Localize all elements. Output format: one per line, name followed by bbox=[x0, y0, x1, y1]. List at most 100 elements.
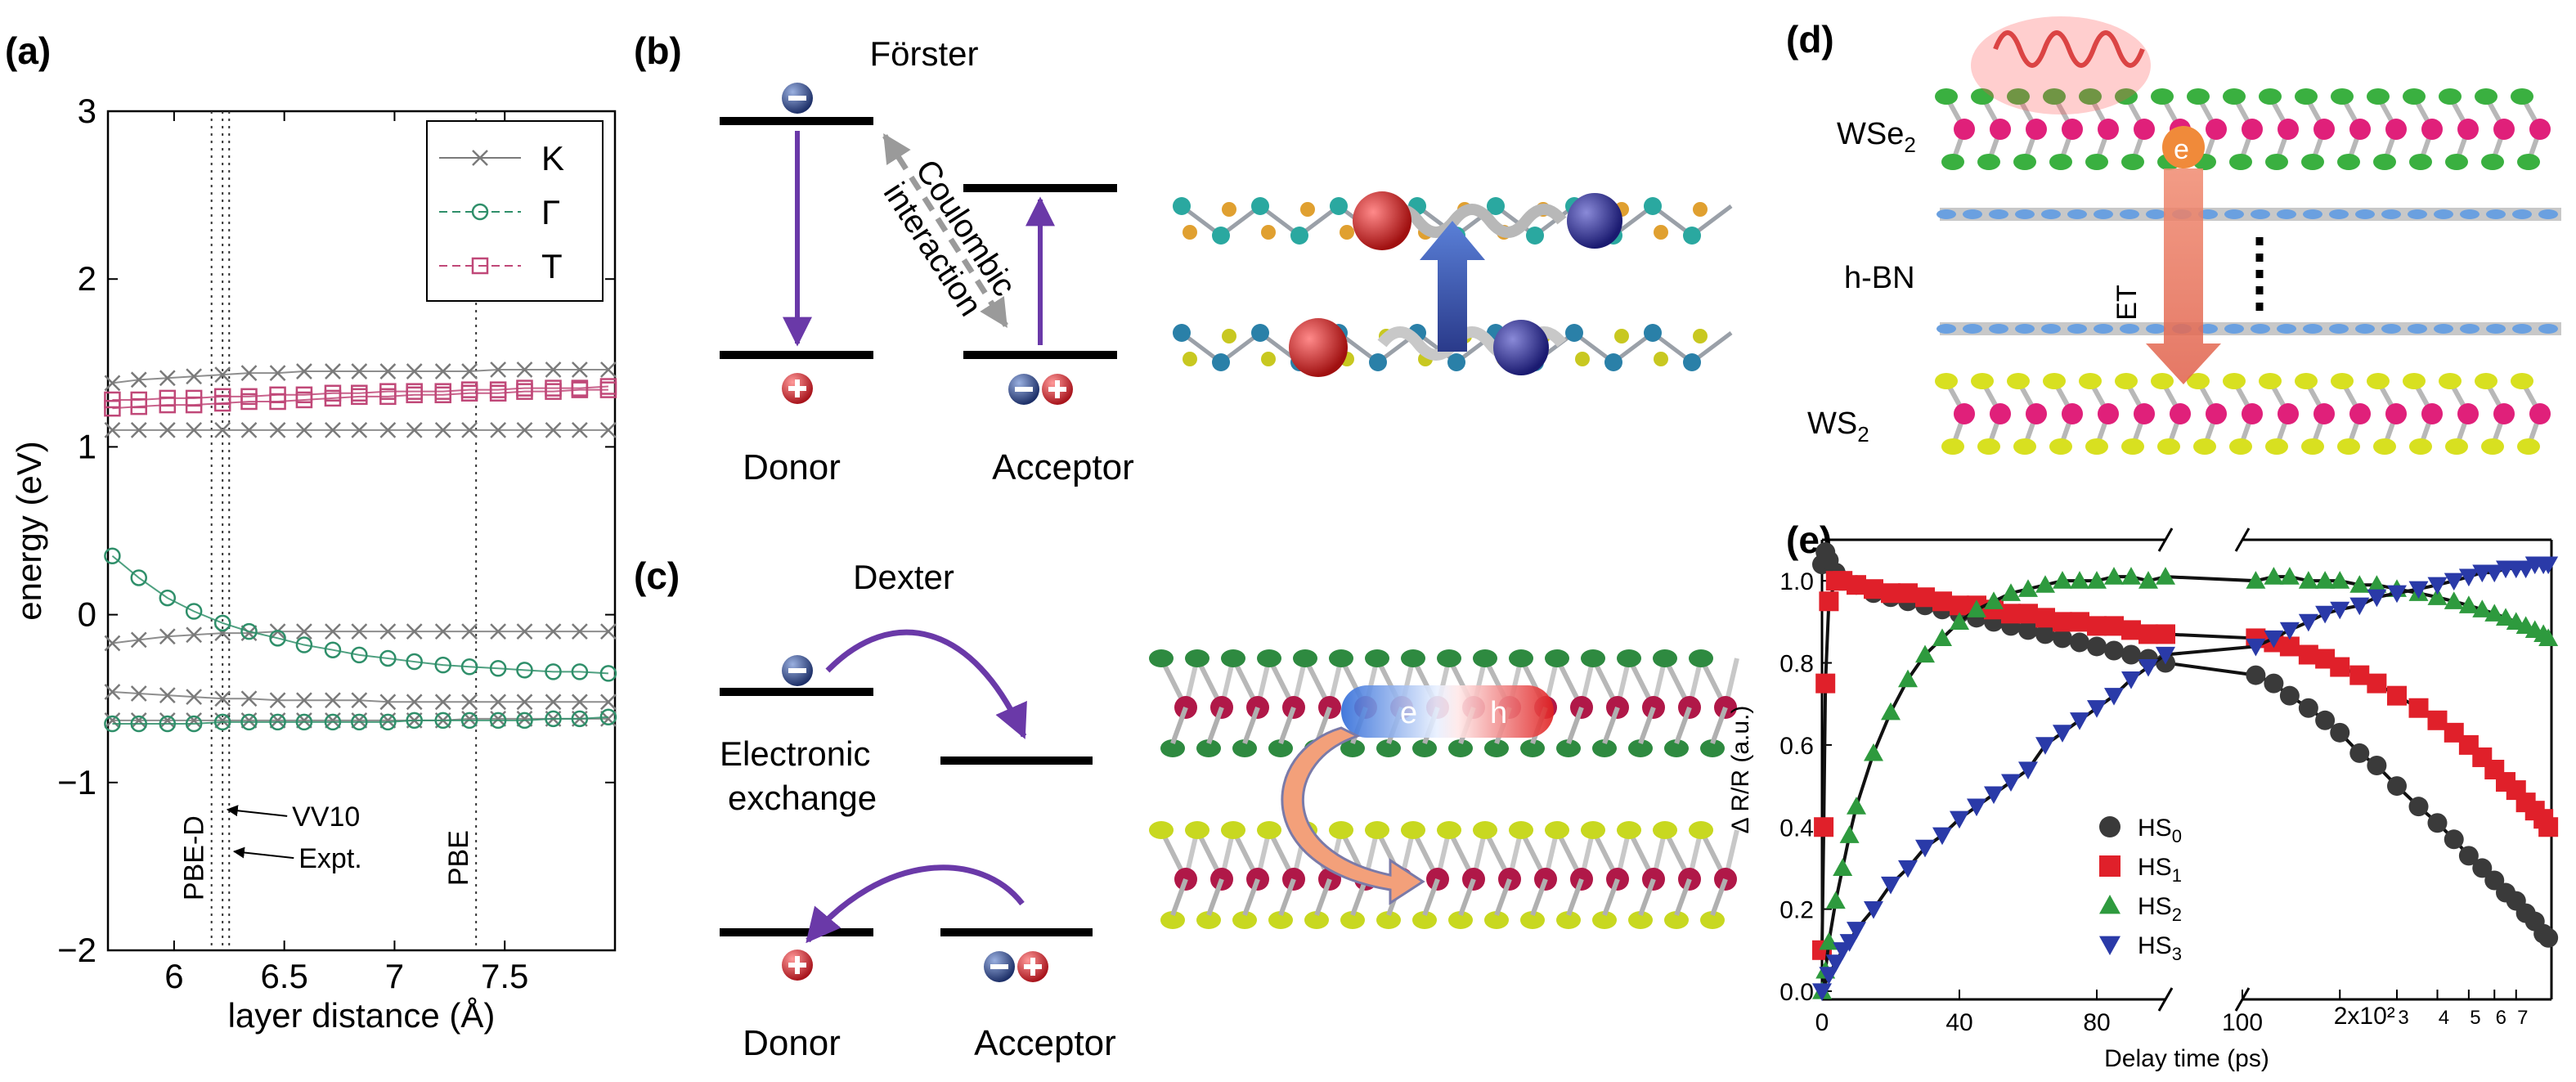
data-point bbox=[2246, 638, 2266, 657]
layer-label-wse2: WSe2 bbox=[1837, 117, 1916, 157]
atom bbox=[1545, 821, 1569, 839]
data-point bbox=[2070, 571, 2089, 589]
atom bbox=[1509, 649, 1533, 667]
atom bbox=[1473, 649, 1497, 667]
atom bbox=[2098, 403, 2119, 424]
data-point bbox=[1932, 628, 1952, 647]
atom bbox=[2062, 403, 2083, 424]
atom bbox=[2349, 403, 2371, 424]
data-point bbox=[2367, 575, 2387, 593]
data-point bbox=[104, 391, 121, 409]
data-point bbox=[2367, 755, 2387, 775]
data-point bbox=[159, 389, 177, 407]
atom bbox=[1592, 739, 1617, 757]
x-tick-label: 80 bbox=[2083, 1009, 2110, 1036]
exciton-pair-icon bbox=[1008, 374, 1073, 405]
atom bbox=[1935, 373, 1958, 389]
atom bbox=[1221, 649, 1245, 667]
data-point bbox=[489, 660, 507, 677]
atom bbox=[2301, 438, 2324, 455]
atom bbox=[1628, 911, 1653, 929]
atom bbox=[1232, 739, 1257, 757]
atom bbox=[1149, 649, 1174, 667]
data-point bbox=[1819, 967, 1839, 985]
legend-label-item: Γ bbox=[541, 193, 560, 231]
data-point bbox=[545, 710, 562, 728]
bond bbox=[1278, 706, 1296, 745]
atom bbox=[1664, 911, 1689, 929]
data-point bbox=[2087, 700, 2107, 718]
dexter-title: Dexter bbox=[853, 558, 954, 596]
atom bbox=[1689, 649, 1713, 667]
data-point bbox=[269, 421, 286, 438]
data-point bbox=[2458, 568, 2479, 587]
data-point bbox=[2427, 813, 2448, 833]
atom bbox=[2007, 88, 2030, 105]
data-point bbox=[2538, 927, 2559, 948]
atom bbox=[1581, 821, 1605, 839]
series-band-2 bbox=[104, 623, 617, 652]
atom bbox=[2403, 88, 2426, 105]
atom bbox=[2475, 88, 2497, 105]
atom bbox=[2026, 119, 2047, 140]
atom bbox=[2242, 403, 2263, 424]
data-point bbox=[130, 631, 147, 649]
atom bbox=[1268, 911, 1293, 929]
atom bbox=[2224, 324, 2244, 334]
y-tick-label: 0.8 bbox=[1779, 651, 1814, 678]
data-point bbox=[2496, 608, 2516, 626]
y-tick-label: 0.0 bbox=[1779, 979, 1814, 1006]
data-point bbox=[434, 656, 451, 674]
data-point bbox=[159, 628, 176, 645]
atom bbox=[1437, 649, 1461, 667]
atom bbox=[1412, 739, 1437, 757]
atom bbox=[2067, 209, 2087, 219]
bond bbox=[1350, 878, 1368, 917]
atom bbox=[2381, 324, 2401, 334]
data-point bbox=[269, 692, 286, 709]
data-point bbox=[295, 713, 313, 731]
data-point bbox=[2121, 620, 2141, 640]
atom bbox=[1173, 324, 1191, 342]
data-point bbox=[351, 646, 368, 664]
data-point bbox=[379, 623, 397, 640]
atom bbox=[1954, 119, 1975, 140]
data-point bbox=[2427, 710, 2448, 730]
data-point bbox=[104, 399, 121, 417]
data-point bbox=[460, 381, 478, 398]
data-point bbox=[545, 379, 562, 397]
atom bbox=[1963, 324, 1982, 334]
atom bbox=[2259, 88, 2282, 105]
data-point bbox=[2035, 624, 2055, 644]
data-point bbox=[130, 391, 147, 409]
series-line bbox=[111, 555, 608, 675]
data-point bbox=[1967, 599, 1986, 617]
atom bbox=[2085, 438, 2108, 455]
atom bbox=[2373, 438, 2396, 455]
data-point bbox=[516, 712, 533, 730]
data-point bbox=[545, 421, 562, 438]
atom bbox=[2367, 88, 2390, 105]
atom bbox=[1448, 739, 1473, 757]
bond bbox=[1206, 878, 1224, 917]
data-point bbox=[2367, 673, 2387, 694]
data-point bbox=[2298, 644, 2318, 665]
atom bbox=[1628, 739, 1653, 757]
data-point bbox=[2070, 632, 2089, 653]
data-point bbox=[2458, 846, 2479, 866]
data-point bbox=[2035, 575, 2055, 593]
bond bbox=[1494, 878, 1512, 917]
atom bbox=[1509, 821, 1533, 839]
reference-line-label-pbe: PBE bbox=[443, 830, 474, 886]
data-point bbox=[2156, 624, 2175, 644]
atom bbox=[2529, 403, 2551, 424]
data-point bbox=[130, 712, 147, 729]
bond bbox=[1638, 878, 1656, 917]
atom bbox=[1340, 225, 1354, 240]
panel-c: (c) Dexter Electronic exchange Donor Acc… bbox=[634, 554, 1739, 1063]
data-point bbox=[240, 421, 258, 438]
bond bbox=[1566, 878, 1584, 917]
atom bbox=[2206, 403, 2227, 424]
atom bbox=[2251, 324, 2270, 334]
data-point bbox=[2018, 604, 2038, 624]
